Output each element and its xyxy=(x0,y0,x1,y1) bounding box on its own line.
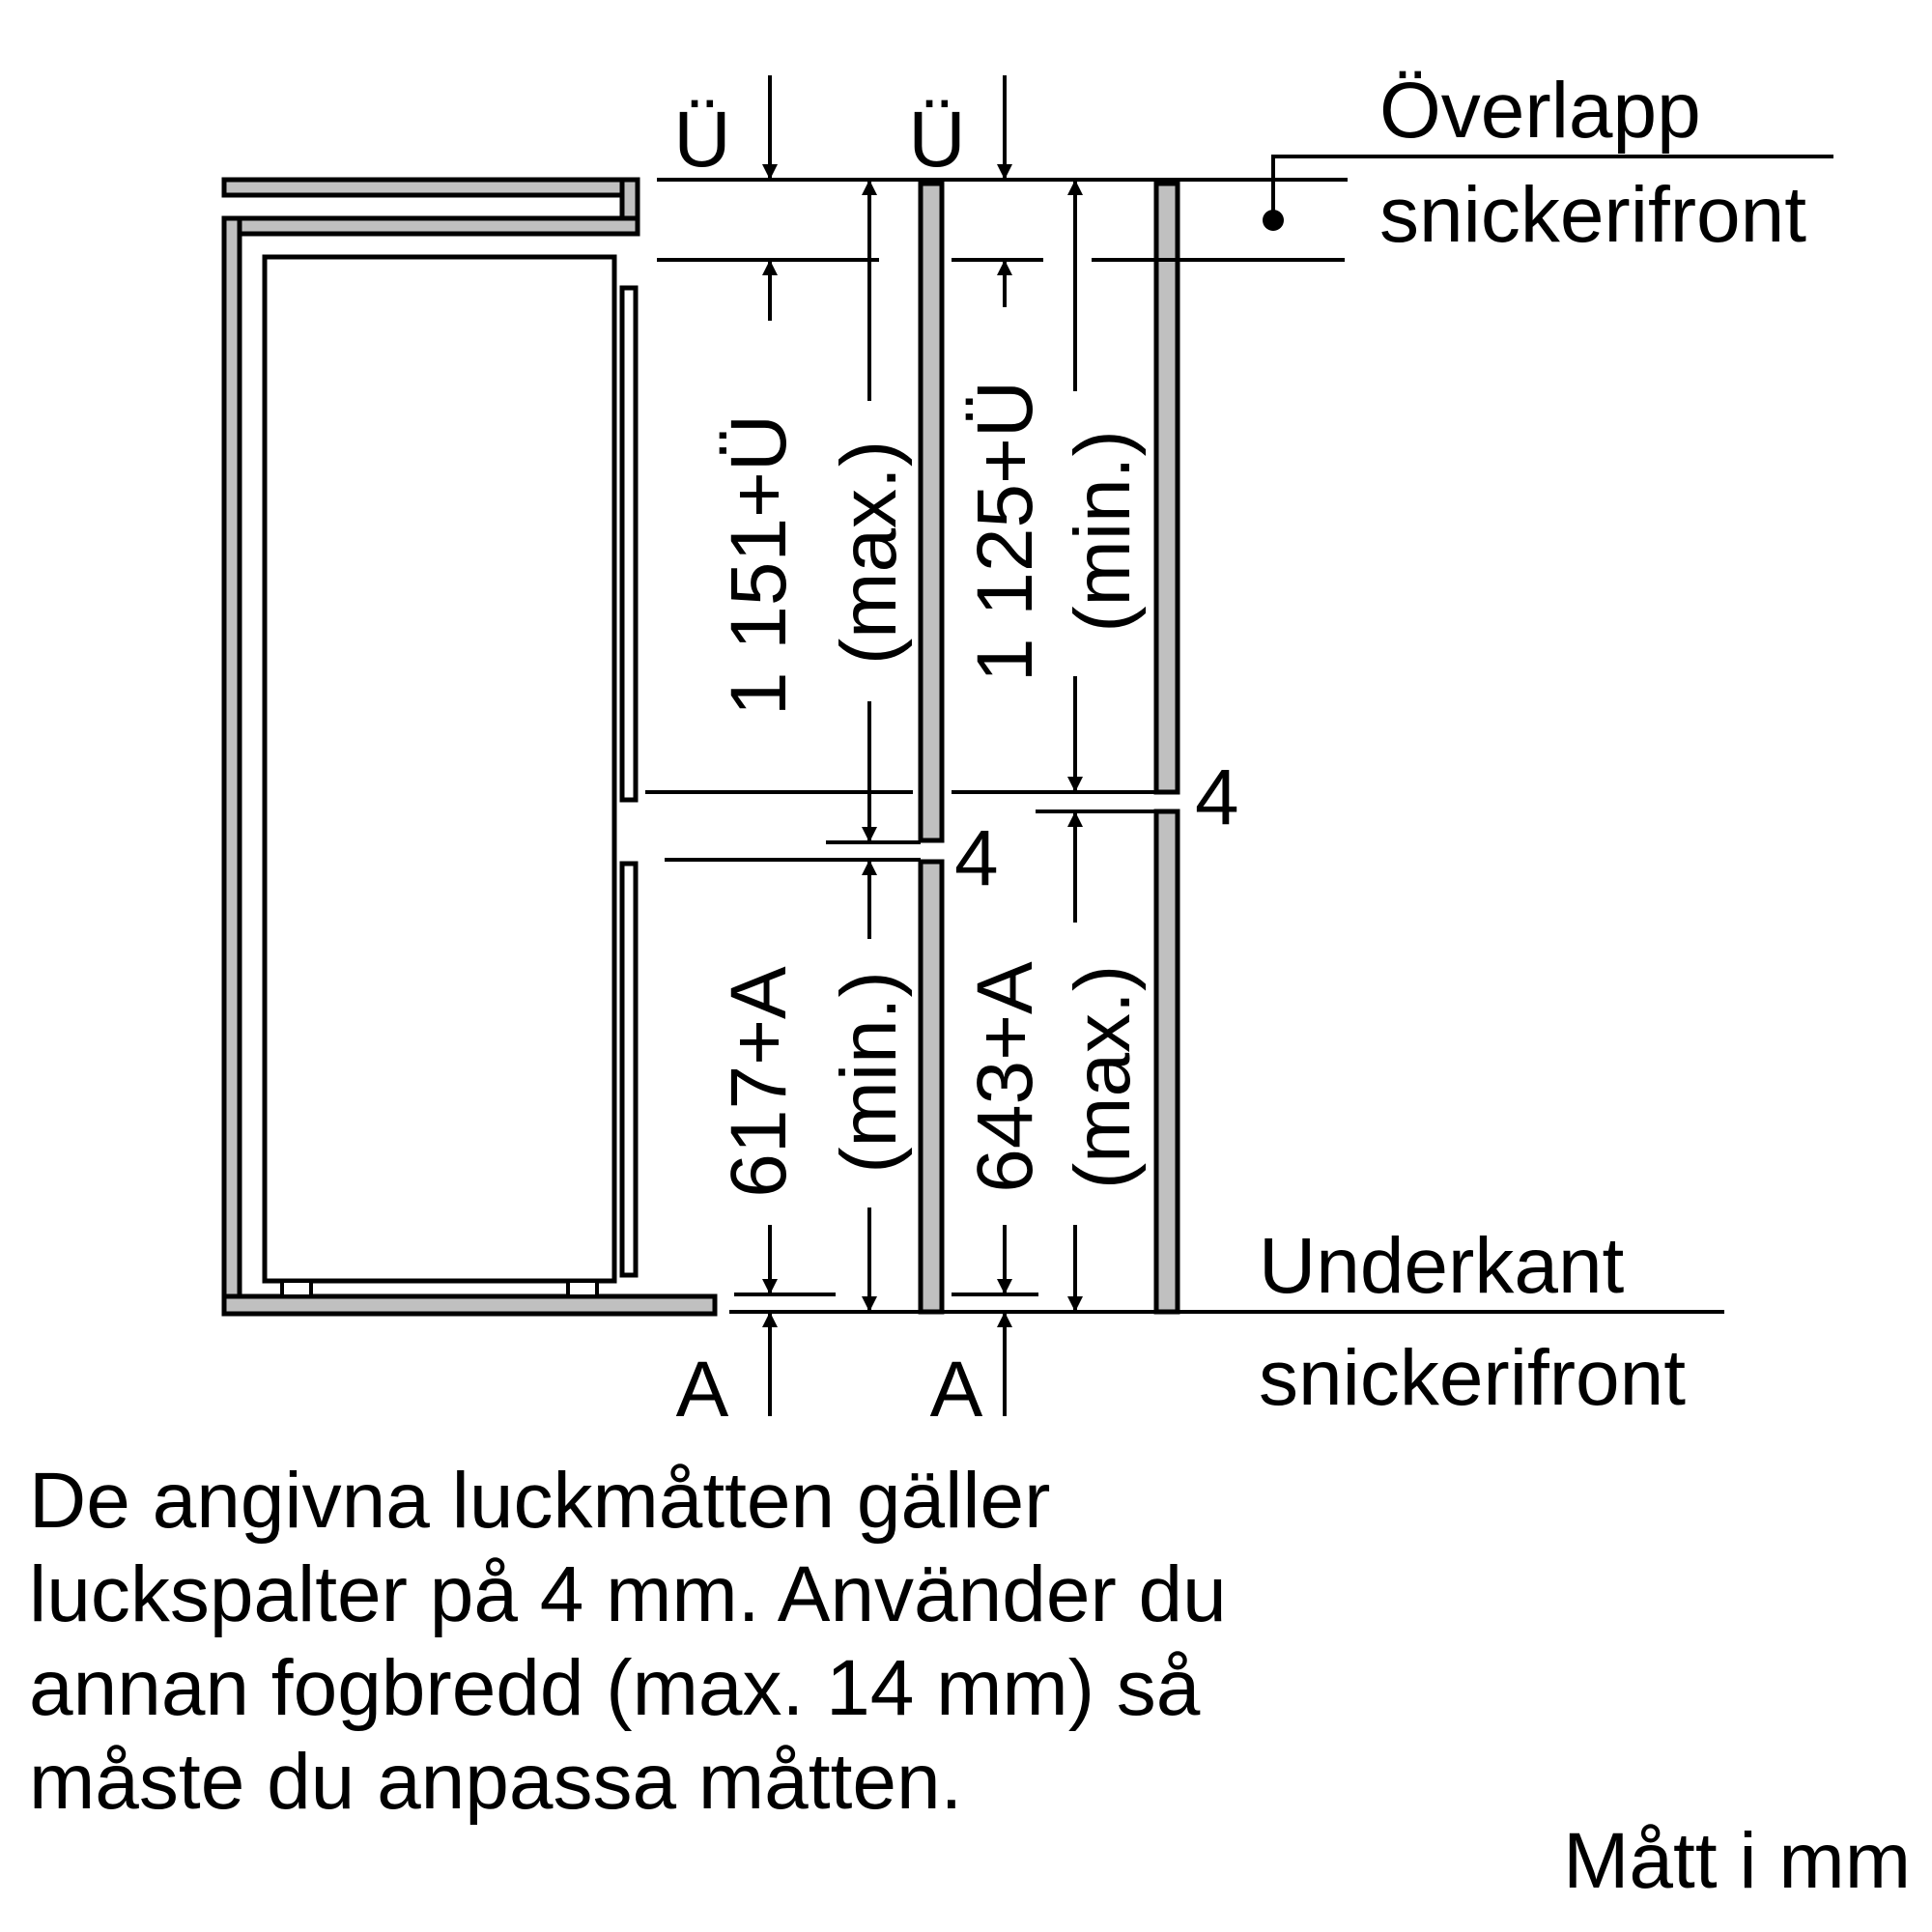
dimension-arrows xyxy=(762,75,1083,1416)
upper-front-panel-1 xyxy=(918,181,945,843)
appliance xyxy=(262,254,639,1298)
lower-max-qualifier: (max.) xyxy=(1059,965,1147,1189)
installation-note: De angivna luckmåtten gäller luckspalter… xyxy=(29,1454,1864,1829)
gap-label-2: 4 xyxy=(954,814,999,902)
appliance-body xyxy=(262,254,617,1284)
appliance-foot-left xyxy=(280,1279,313,1298)
lower-max-value: 643+A xyxy=(961,961,1049,1193)
upper-min-value: 1 125+Ü xyxy=(961,381,1049,682)
bottom-symbol-2: A xyxy=(930,1346,983,1434)
appliance-foot-right xyxy=(566,1279,599,1298)
gap-label-1: 4 xyxy=(1195,753,1239,841)
cabinet-top-inner xyxy=(221,215,640,237)
bottom-title-line2: snickerifront xyxy=(1259,1334,1686,1422)
note-line-1: De angivna luckmåtten gäller xyxy=(29,1457,1051,1545)
reference-lines xyxy=(645,155,1833,1314)
overlap-leader-dot xyxy=(1263,210,1284,231)
units-label: Mått i mm xyxy=(1563,1817,1911,1905)
upper-front-panel-2 xyxy=(1153,181,1180,795)
cabinet-bottom-panel xyxy=(221,1293,718,1317)
lower-min-qualifier: (min.) xyxy=(825,971,913,1174)
bottom-title-line1: Underkant xyxy=(1259,1222,1625,1310)
upper-min-qualifier: (min.) xyxy=(1059,430,1147,633)
upper-max-qualifier: (max.) xyxy=(825,440,913,665)
lower-front-panel-1 xyxy=(918,859,945,1315)
note-line-3: annan fogbredd (max. 14 mm) så xyxy=(29,1644,1201,1732)
front-panels-min xyxy=(1153,181,1180,1315)
front-panels-max xyxy=(918,181,945,1315)
note-line-2: luckspalter på 4 mm. Använder du xyxy=(29,1550,1227,1638)
appliance-upper-door-edge xyxy=(619,285,639,803)
cabinet-niche xyxy=(221,177,718,1317)
note-line-4: måste du anpassa måtten. xyxy=(29,1738,963,1826)
overlap-title-line2: snickerifront xyxy=(1379,171,1806,259)
overlap-title-line1: Överlapp xyxy=(1379,67,1701,155)
bottom-symbol-1: A xyxy=(676,1346,729,1434)
overlap-symbol-2: Ü xyxy=(908,96,965,184)
upper-max-value: 1 151+Ü xyxy=(715,414,803,716)
cabinet-top-panel xyxy=(221,177,640,198)
overlap-leader-line xyxy=(1271,155,1833,217)
cabinet-left-wall xyxy=(221,215,242,1315)
lower-min-value: 617+A xyxy=(715,966,803,1198)
appliance-lower-door-edge xyxy=(619,861,639,1278)
lower-front-panel-2 xyxy=(1153,809,1180,1315)
overlap-symbol-1: Ü xyxy=(673,96,730,184)
